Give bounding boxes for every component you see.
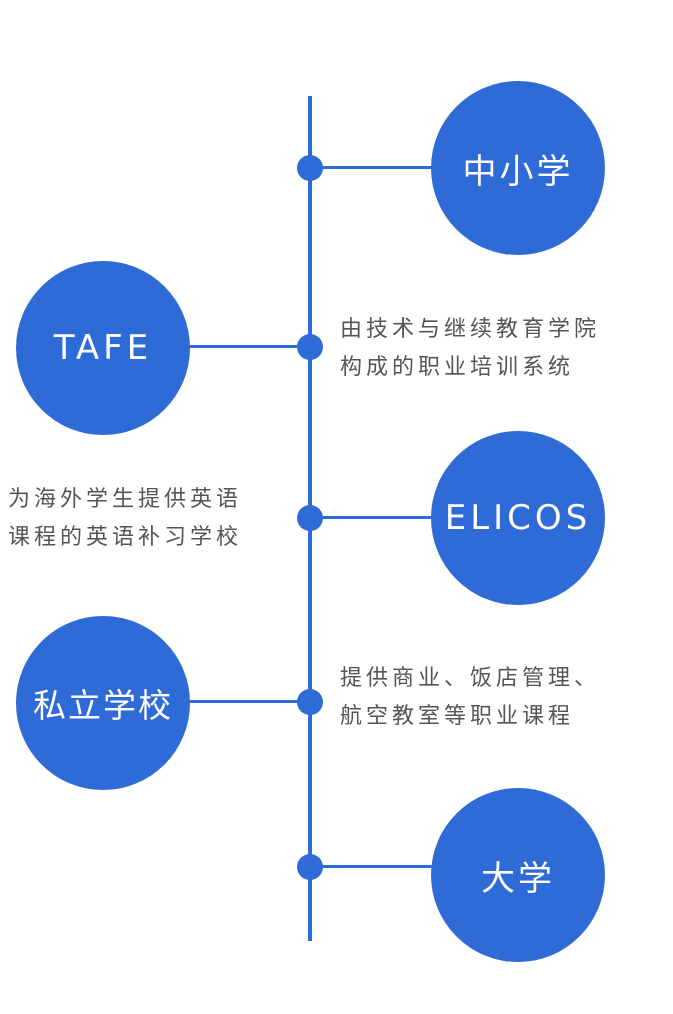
- connector-private-school: [184, 700, 310, 703]
- node-label: TAFE: [53, 328, 153, 368]
- node-tafe: TAFE: [16, 261, 190, 435]
- connector-university: [310, 865, 438, 868]
- connector-primary-secondary: [310, 166, 438, 169]
- description-line: 为海外学生提供英语: [8, 487, 243, 512]
- node-label: 中小学: [462, 151, 574, 192]
- description-private-school: 提供商业、饭店管理、 航空教室等职业课程: [340, 660, 600, 736]
- node-primary-secondary-school: 中小学: [431, 81, 605, 255]
- description-line: 提供商业、饭店管理、: [340, 666, 601, 691]
- node-university: 大学: [431, 788, 605, 962]
- description-line: 由技术与继续教育学院: [340, 317, 601, 342]
- description-tafe: 由技术与继续教育学院 构成的职业培训系统: [340, 311, 600, 387]
- node-private-school: 私立学校: [16, 616, 190, 790]
- description-line: 航空教室等职业课程: [340, 704, 575, 729]
- connector-elicos: [310, 516, 438, 519]
- node-elicos: ELICOS: [431, 431, 605, 605]
- node-label: 大学: [481, 858, 555, 899]
- node-label: ELICOS: [444, 498, 592, 538]
- node-label: 私立学校: [33, 686, 173, 725]
- description-line: 课程的英语补习学校: [8, 525, 243, 550]
- description-elicos: 为海外学生提供英语 课程的英语补习学校: [8, 481, 242, 557]
- connector-tafe: [184, 345, 310, 348]
- description-line: 构成的职业培训系统: [340, 355, 575, 380]
